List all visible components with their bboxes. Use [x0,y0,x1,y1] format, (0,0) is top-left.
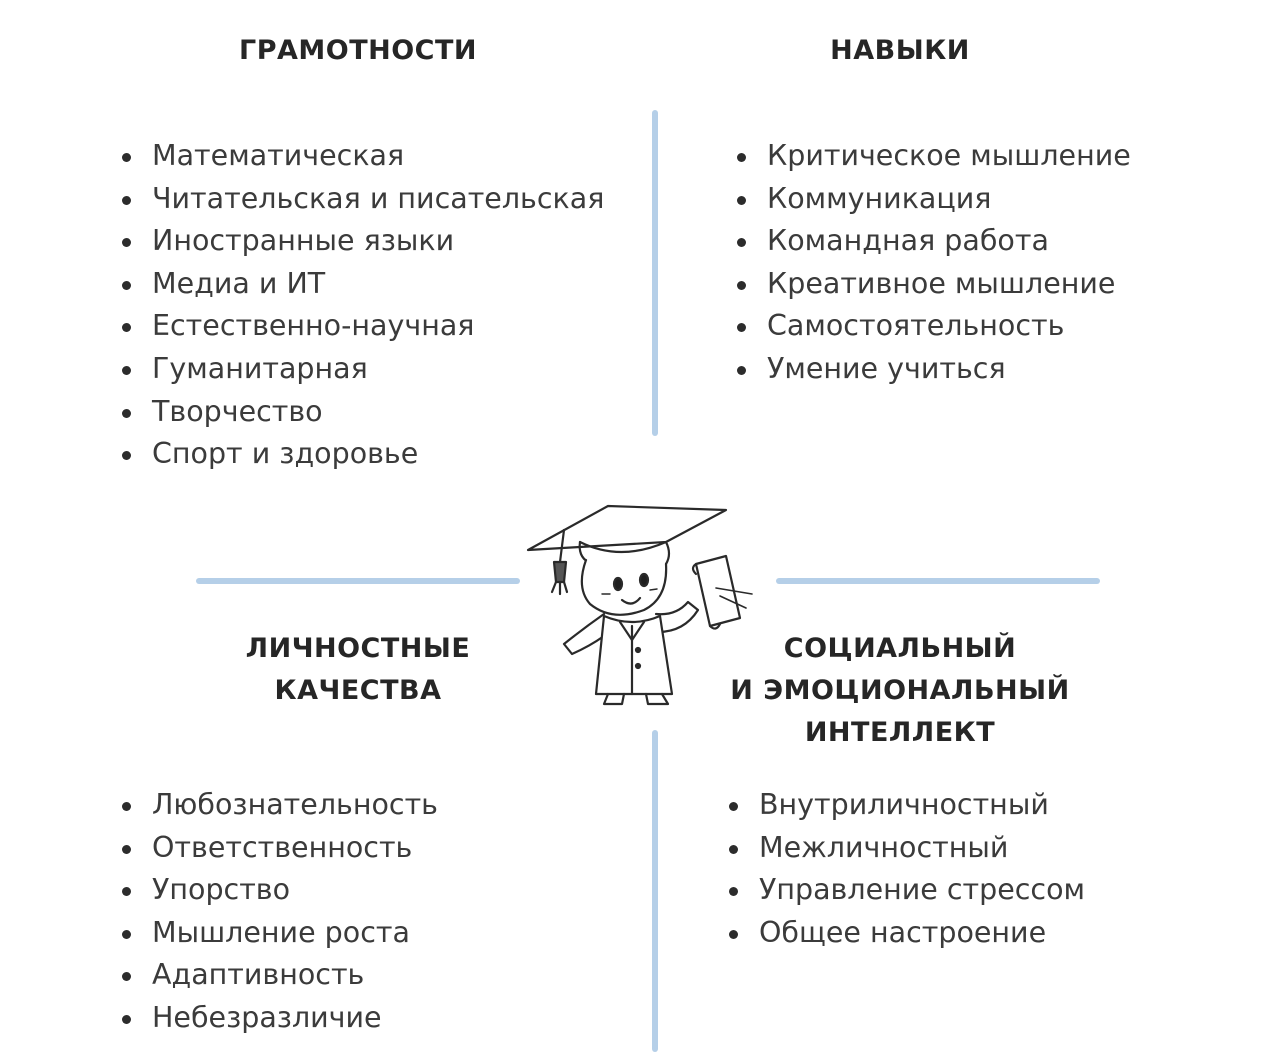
list-item: Критическое мышление [735,135,1131,178]
list-item: Спорт и здоровье [120,433,604,476]
social-list: Внутриличностный Межличностный Управлени… [727,784,1085,954]
list-item: Упорство [120,869,438,912]
list-item: Гуманитарная [120,348,604,391]
social-heading: СОЦИАЛЬНЫЙ И ЭМОЦИОНАЛЬНЫЙ ИНТЕЛЛЕКТ [690,628,1110,754]
list-item: Самостоятельность [735,305,1131,348]
list-item: Небезразличие [120,997,438,1040]
personal-heading: ЛИЧНОСТНЫЕ КАЧЕСТВА [158,628,558,712]
list-item: Мышление роста [120,912,438,955]
list-item: Адаптивность [120,954,438,997]
list-item: Иностранные языки [120,220,604,263]
list-item: Медиа и ИТ [120,263,604,306]
personal-list: Любознательность Ответственность Упорств… [120,784,438,1040]
horizontal-divider-right [776,578,1100,584]
list-item: Внутриличностный [727,784,1085,827]
skills-heading: НАВЫКИ [700,30,1100,72]
personal-heading-line: КАЧЕСТВА [274,675,442,706]
list-item: Математическая [120,135,604,178]
list-item: Творчество [120,391,604,434]
list-item: Ответственность [120,827,438,870]
vertical-divider-bottom [652,730,658,1052]
list-item: Естественно-научная [120,305,604,348]
social-heading-line: ИНТЕЛЛЕКТ [804,717,996,748]
literacies-heading: ГРАМОТНОСТИ [158,30,558,72]
social-heading-line: И ЭМОЦИОНАЛЬНЫЙ [730,675,1070,706]
vertical-divider-top [652,110,658,436]
list-item: Управление стрессом [727,869,1085,912]
skills-list: Критическое мышление Коммуникация Команд… [735,135,1131,391]
personal-heading-line: ЛИЧНОСТНЫЕ [245,633,471,664]
list-item: Читательская и писательская [120,178,604,221]
list-item: Командная работа [735,220,1131,263]
list-item: Межличностный [727,827,1085,870]
literacies-heading-line: ГРАМОТНОСТИ [238,35,477,66]
list-item: Умение учиться [735,348,1131,391]
list-item: Креативное мышление [735,263,1131,306]
skills-heading-line: НАВЫКИ [830,35,970,66]
social-heading-line: СОЦИАЛЬНЫЙ [783,633,1017,664]
list-item: Общее настроение [727,912,1085,955]
horizontal-divider-left [196,578,520,584]
graduate-child-icon [520,498,760,708]
literacies-list: Математическая Читательская и писательск… [120,135,604,476]
list-item: Коммуникация [735,178,1131,221]
list-item: Любознательность [120,784,438,827]
